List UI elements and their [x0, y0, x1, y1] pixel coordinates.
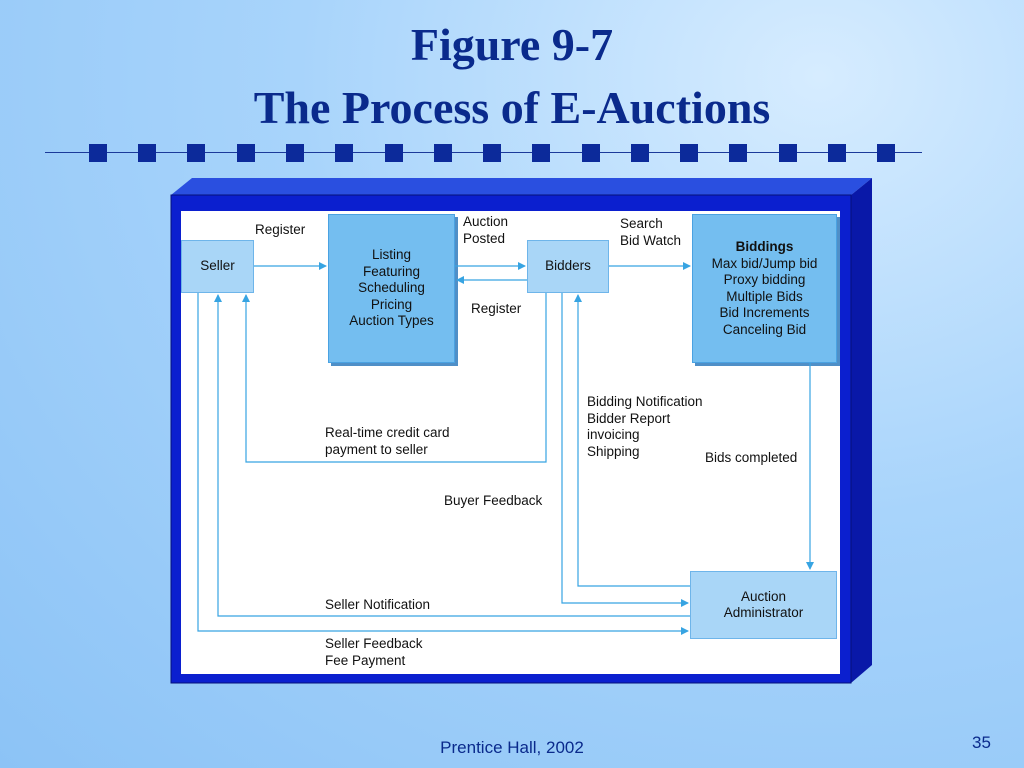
label-buyer-feedback: Buyer Feedback — [444, 493, 543, 508]
listing-item: Scheduling — [358, 280, 425, 296]
label-seller-notification: Seller Notification — [325, 597, 431, 612]
arrow-seller-feedback — [197, 293, 689, 635]
biddings-item: Canceling Bid — [722, 321, 807, 337]
bidders-label: Bidders — [545, 258, 591, 274]
biddings-item: Max bid/Jump bid — [711, 255, 818, 271]
label-auction-posted: Auction Posted — [463, 214, 509, 246]
seller-box: Seller — [181, 240, 254, 293]
arrow-buyer-feedback — [561, 293, 689, 607]
label-register-seller: Register — [255, 222, 306, 237]
admin-label: Auction — [740, 588, 787, 604]
biddings-item: Bid Increments — [719, 305, 810, 320]
listing-box: Listing Featuring Scheduling Pricing Auc… — [328, 214, 455, 363]
listing-item: Featuring — [362, 263, 421, 279]
page-number: 35 — [972, 733, 991, 752]
biddings-item: Multiple Bids — [726, 288, 803, 304]
seller-label: Seller — [200, 258, 235, 274]
biddings-heading: Biddings — [735, 239, 794, 254]
label-seller-feedback: Seller Feedback Fee Payment — [325, 636, 423, 668]
arrow-payment-to-seller — [242, 293, 547, 463]
admin-label: Administrator — [723, 605, 804, 620]
label-bids-completed: Bids completed — [705, 450, 798, 465]
bidders-box: Bidders — [527, 240, 609, 293]
label-payment-to-seller: Real-time credit card payment to seller — [325, 425, 450, 457]
arrow-seller-notification — [214, 294, 690, 617]
listing-item: Auction Types — [349, 313, 434, 329]
slide-title: Figure 9-7 — [410, 19, 614, 70]
label-bidding-notification: Bidding Notification Bidder Report invoi… — [587, 394, 703, 459]
slide-subtitle: The Process of E-Auctions — [253, 82, 771, 133]
label-register-bidder: Register — [471, 301, 522, 316]
footer-credit: Prentice Hall, 2002 — [440, 738, 584, 757]
biddings-box: Biddings Max bid/Jump bid Proxy bidding … — [692, 214, 837, 363]
auction-administrator-box: Auction Administrator — [690, 571, 837, 639]
listing-item: Pricing — [370, 296, 413, 312]
listing-item: Listing — [371, 247, 412, 263]
biddings-item: Proxy bidding — [723, 272, 806, 287]
arrow-bidding-notification — [574, 294, 690, 587]
label-search-bid-watch: Search Bid Watch — [620, 216, 682, 248]
